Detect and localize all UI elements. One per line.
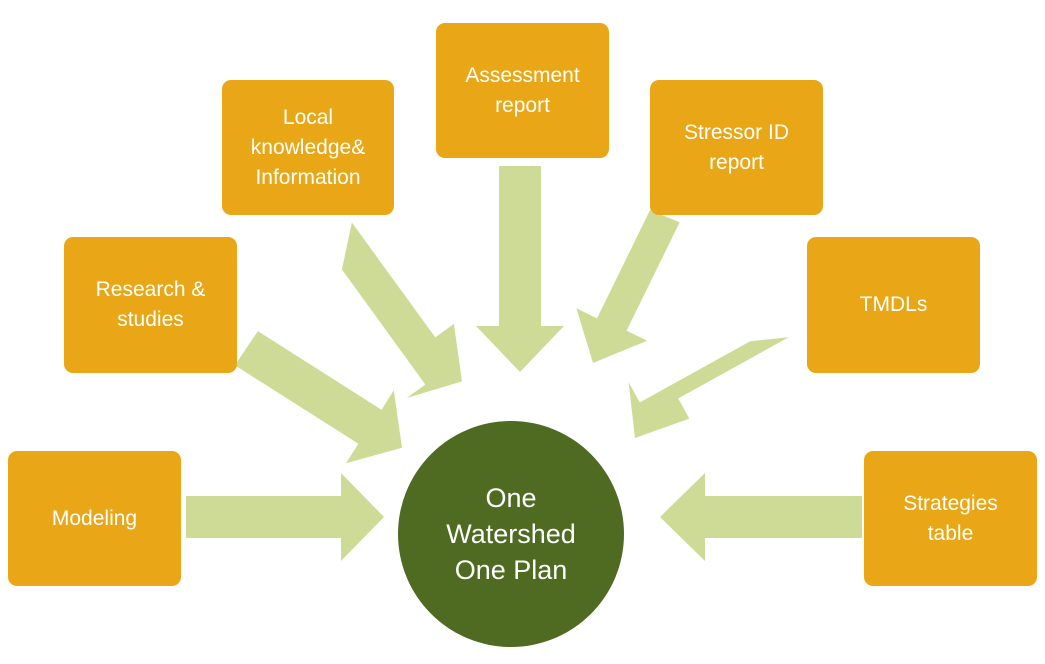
arrow-tmdls [628,337,789,438]
box-research-studies: Research & studies [64,237,237,373]
box-stressor-id-report: Stressor ID report [650,80,823,215]
center-circle: One Watershed One Plan [398,421,624,647]
arrow-assessment [476,166,564,372]
box-local-knowledge: Local knowledge& Information [222,80,394,215]
arrow-stressor [576,210,680,363]
box-strategies-table-label: Strategies table [903,491,998,545]
box-assessment-report: Assessment report [436,23,609,158]
arrow-research [234,331,402,464]
box-tmdls: TMDLs [807,237,980,373]
box-strategies-table: Strategies table [864,451,1037,586]
arrow-modeling [186,473,384,561]
arrow-local [341,222,462,398]
box-modeling-label: Modeling [51,506,138,530]
box-tmdls-label: TMDLs [859,293,928,316]
arrow-strategies [660,473,862,561]
box-assessment-report-label: Assessment report [465,63,580,117]
box-stressor-id-report-label: Stressor ID report [683,120,790,174]
box-modeling: Modeling [8,451,181,586]
box-research-studies-label: Research & studies [95,278,206,331]
center-label: One Watershed One Plan [446,483,576,585]
box-local-knowledge-label: Local knowledge& Information [250,105,366,189]
